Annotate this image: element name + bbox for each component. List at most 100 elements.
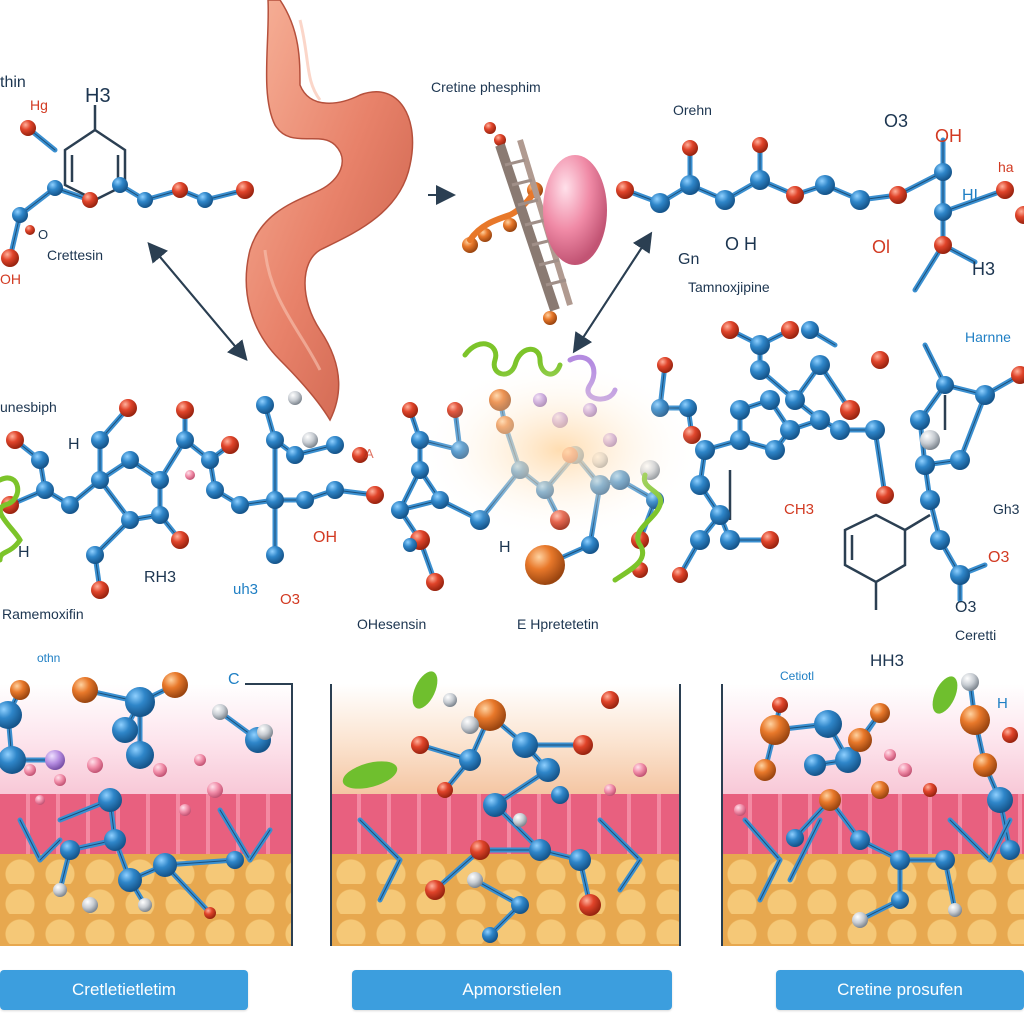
hydrogen-atom [467,872,483,888]
label-o3-top-right: O3 [884,111,909,131]
orange-atom [10,680,30,700]
carbon-atom [785,390,805,410]
carbon-atom [680,175,700,195]
oxygen-atom [437,782,453,798]
carbon-atom [266,431,284,449]
oxygen-atom [221,436,239,454]
oxygen-atom [876,486,894,504]
carbon-atom [482,927,498,943]
carbon-atom [91,431,109,449]
label-hi: HI [962,187,978,204]
oxygen-atom [494,134,506,146]
carbon-atom [915,455,935,475]
carbon-atom [0,746,26,774]
oxygen-atom [923,783,937,797]
carbon-atom [760,390,780,410]
oxygen-atom [425,880,445,900]
hydrogen-atom [948,903,962,917]
carbon-atom [286,446,304,464]
carbon-atom [512,732,538,758]
carbon-atom [975,385,995,405]
label-top-left-partial: thin [0,74,26,91]
oxygen-atom [20,120,36,136]
label-oh-top-right: OH [935,126,962,146]
carbon-atom [690,530,710,550]
oxygen-atom [934,236,952,254]
orange-atom [474,699,506,731]
stage-button-3[interactable]: Cretine prosufen [776,970,1024,1010]
label-e-hpretetetin: E Hpretetetin [517,616,599,632]
oxygen-atom [761,531,779,549]
oxygen-atom [1,249,19,267]
hydrogen-atom [138,898,152,912]
carbon-atom [890,850,910,870]
pink-protein-blob [543,155,607,265]
carbon-atom [137,192,153,208]
green-helix-left [0,475,23,563]
carbon-atom [226,851,244,869]
orange-atom [543,311,557,325]
oxygen-atom [172,182,188,198]
carbon-atom [850,190,870,210]
oxygen-atom [1015,206,1024,224]
carbon-atom [12,207,28,223]
orange-atom [760,715,790,745]
oxygen-atom [786,186,804,204]
orange-atom [848,728,872,752]
chemical-bond [874,429,886,496]
orange-chain-top [467,187,538,243]
oxygen-atom [91,581,109,599]
carbon-atom [936,376,954,394]
carbon-atom [98,788,122,812]
chemical-bond [619,859,641,891]
oxygen-atom [772,697,788,713]
pink-particle [604,784,616,796]
chemical-bond [949,819,991,861]
carbon-atom [930,530,950,550]
carbon-atom [36,481,54,499]
stomach-illustration [245,0,414,422]
chemical-bond [744,819,781,861]
pink-particle [194,754,206,766]
carbon-atom [529,839,551,861]
carbon-atom [201,451,219,469]
label-gn: Gn [678,251,700,268]
label-h3-top-left: H3 [85,85,111,107]
oxygen-atom [579,894,601,916]
stage-button-2[interactable]: Apmorstielen [352,970,672,1010]
stage-button-1[interactable]: Cretletietletim [0,970,248,1010]
carbon-atom [206,481,224,499]
oxygen-atom [573,735,593,755]
leaf-icon [412,671,438,709]
leaf-icon [932,676,958,714]
carbon-atom [920,490,940,510]
carbon-atom [934,203,952,221]
carbon-atom [810,355,830,375]
carbon-atom [835,747,861,773]
hydrogen-atom [513,813,527,827]
hydrogen-atom [443,693,457,707]
label-o-top-left: O [38,227,49,242]
carbon-atom [511,896,529,914]
oxygen-atom [82,192,98,208]
label-o3-right-a: O3 [988,549,1010,566]
pink-particle [35,795,45,805]
orange-atom [871,781,889,799]
oxygen-atom [601,691,619,709]
label-hg: Hg [30,97,48,113]
carbon-atom [950,565,970,585]
carbon-atom [690,475,710,495]
leaf-icon [342,761,398,789]
stage-button-2-label: Apmorstielen [462,980,562,999]
carbon-atom [935,850,955,870]
carbon-atom [118,868,142,892]
carbon-atom [104,829,126,851]
carbon-atom [750,170,770,190]
chemical-bond [789,819,821,881]
chemical-bond [219,809,251,861]
carbon-atom [536,758,560,782]
label-oh-top-left: OH [0,271,21,287]
chemical-bond [379,859,401,901]
chemical-bond [19,819,41,861]
carbon-atom [60,840,80,860]
